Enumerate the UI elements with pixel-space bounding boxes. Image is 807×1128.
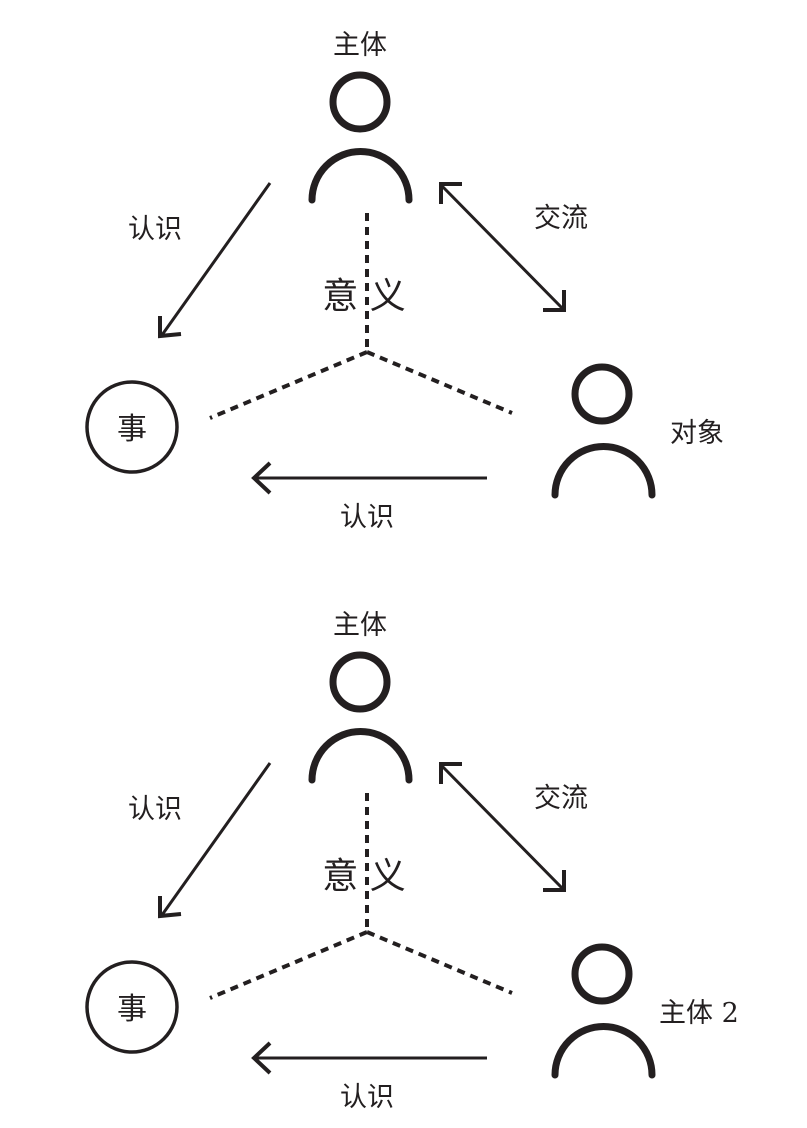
- recognize-arrow-horizontal: [251, 1041, 487, 1075]
- object-label: 对象: [670, 418, 724, 449]
- thing-circle: 事: [85, 380, 179, 474]
- meaning-label: 意 义: [322, 856, 405, 897]
- meaning-dashed-right: [366, 930, 513, 995]
- arrowhead-icon: [158, 896, 182, 919]
- arrowhead-icon: [251, 1041, 272, 1075]
- arrowhead-icon: [543, 290, 566, 312]
- communicate-label: 交流: [534, 783, 588, 814]
- arrowhead-icon: [439, 182, 462, 204]
- thing-label: 事: [117, 412, 147, 447]
- subject2-body: [551, 1023, 656, 1079]
- object-head: [571, 363, 633, 425]
- recognize-bottom-label: 认识: [340, 1082, 394, 1113]
- recognize-arrow-diagonal: [158, 182, 272, 339]
- meaning-label: 意 义: [322, 276, 405, 317]
- subject-person-icon: [308, 71, 413, 204]
- communicate-double-arrow: [439, 762, 566, 892]
- recognize-bottom-label: 认识: [340, 502, 394, 533]
- object-body: [551, 443, 656, 499]
- subject2-head: [571, 943, 633, 1005]
- thing-circle: 事: [85, 960, 179, 1054]
- arrowhead-icon: [158, 316, 182, 339]
- recognize-arrow-horizontal: [251, 461, 487, 495]
- arrowhead-icon: [439, 762, 462, 784]
- subject-body: [308, 148, 413, 204]
- subject2-label: 主体 2: [659, 998, 739, 1029]
- object-person-icon: [551, 363, 656, 499]
- recognize-left-label: 认识: [128, 214, 182, 245]
- recognize-left-label: 认识: [128, 794, 182, 825]
- communicate-double-arrow: [439, 182, 566, 312]
- meaning-dashed-right: [366, 350, 513, 415]
- subject-head: [329, 71, 391, 133]
- subject-body: [308, 728, 413, 784]
- arrowhead-icon: [251, 461, 272, 495]
- subject-head: [329, 651, 391, 713]
- meaning-dashed-left: [209, 350, 368, 420]
- diagram-subject2: 主体 意 义 认识 交流 事 主体 2: [85, 610, 739, 1113]
- subject-person-icon: [308, 651, 413, 784]
- communicate-label: 交流: [534, 203, 588, 234]
- thing-label: 事: [117, 992, 147, 1027]
- subject2-person-icon: [551, 943, 656, 1079]
- subject-label: 主体: [333, 30, 387, 61]
- meaning-dashed-left: [209, 930, 368, 1000]
- arrowhead-icon: [543, 870, 566, 892]
- subject-label: 主体: [333, 610, 387, 641]
- recognize-arrow-diagonal: [158, 762, 272, 919]
- diagram-object: 主体 意 义 认识 交流 事 对象: [85, 30, 724, 533]
